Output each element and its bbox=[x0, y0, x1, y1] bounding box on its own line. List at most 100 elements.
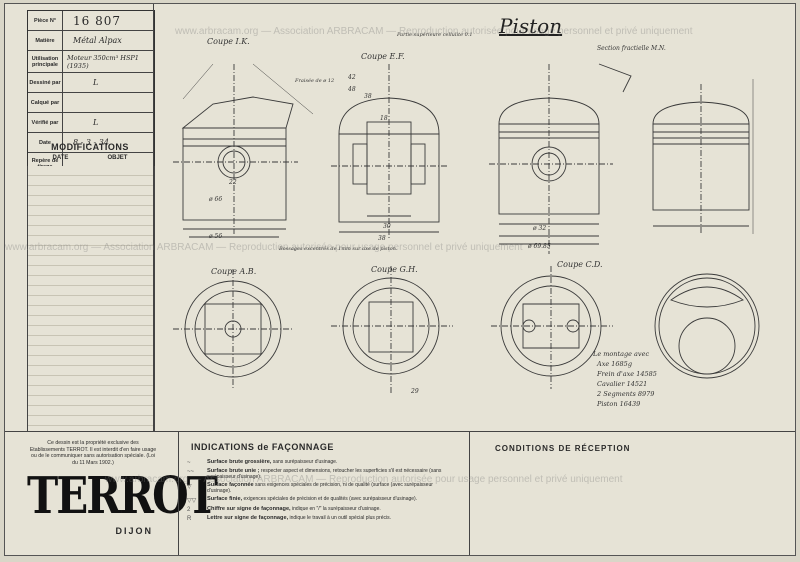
indication-text: sans surépaisseur d'usinage. bbox=[272, 459, 338, 465]
row-label: Pièce N° bbox=[28, 11, 63, 30]
drawn-by-value: L bbox=[93, 78, 99, 87]
indication-term: Surface brute unie ; bbox=[207, 468, 260, 474]
dim-56: ø 56 bbox=[208, 233, 222, 240]
indications-panel: INDICATIONS de FAÇONNAGE ~ Surface brute … bbox=[178, 432, 470, 555]
note-partie-superieure: Partie supérieure cellulite 0.1 bbox=[396, 31, 473, 38]
row-label: Vérifié par bbox=[28, 113, 63, 132]
dim-69-85: ø 69.85 bbox=[527, 243, 551, 250]
weight-line: Axe 1685g bbox=[596, 360, 632, 368]
list-item: ▽▽ Surface finie, exigences spéciales de … bbox=[187, 496, 469, 505]
finish-symbol: R bbox=[187, 516, 192, 523]
modifications-ruled-area bbox=[27, 166, 155, 431]
column-objet: OBJET bbox=[107, 155, 128, 161]
dim-48: 48 bbox=[347, 86, 356, 93]
indication-term: Surface brute grossière, bbox=[207, 459, 272, 465]
reception-title: CONDITIONS DE RÉCEPTION bbox=[495, 444, 631, 453]
list-item: 2 Chiffre sur signe de façonnage, indique… bbox=[187, 506, 469, 514]
frame-divider bbox=[153, 4, 154, 431]
label-section-ik: Coupe I.K. bbox=[207, 37, 250, 46]
dim-38-top: 38 bbox=[364, 93, 372, 100]
weight-line: Cavalier 14521 bbox=[597, 380, 647, 388]
label-section-cd: Coupe C.D. bbox=[557, 260, 603, 269]
dim-38: 38 bbox=[378, 235, 386, 242]
section-cd-view bbox=[491, 266, 613, 389]
weight-line: Frein d'axe 14585 bbox=[596, 370, 657, 378]
finish-symbol: ▽ bbox=[187, 484, 192, 491]
dim-42: 42 bbox=[347, 74, 356, 81]
drawing-canvas: Coupe I.K. Coupe E.F. Coupe A.B. Coupe G… bbox=[173, 31, 760, 408]
indications-list: ~ Surface brute grossière, sans surépaiss… bbox=[187, 459, 469, 523]
part-number: 16 807 bbox=[73, 13, 121, 28]
title-block-row: Matière Métal Alpax bbox=[28, 31, 154, 51]
dim-18: 18 bbox=[380, 115, 388, 122]
indication-term: Surface finie, bbox=[207, 496, 243, 503]
logo-text: TERROT bbox=[27, 466, 218, 526]
dim-30: 30 bbox=[383, 223, 391, 230]
traced-by-value bbox=[63, 93, 154, 112]
terrot-logo: TERROT DIJON bbox=[27, 466, 218, 550]
indication-term: Lettre sur signe de façonnage, bbox=[207, 515, 289, 522]
label-section-gh: Coupe G.H. bbox=[371, 265, 418, 274]
material-value: Métal Alpax bbox=[73, 36, 122, 45]
indication-text: indique le travail à un outil spécial pl… bbox=[289, 515, 391, 522]
title-block-row: Dessiné par L bbox=[28, 73, 154, 93]
checked-by-value: L bbox=[93, 118, 99, 127]
note-bossages: Bossages excentrés de 1mm sur axe de pis… bbox=[278, 245, 398, 252]
list-item: ~ Surface brute grossière, sans surépaiss… bbox=[187, 459, 469, 466]
drawing-title: Piston bbox=[499, 14, 563, 38]
row-label: Dessiné par bbox=[28, 73, 63, 92]
technical-drawing: Coupe I.K. Coupe E.F. Coupe A.B. Coupe G… bbox=[153, 4, 795, 431]
dim-66: ø 66 bbox=[208, 196, 222, 203]
section-gh-view bbox=[331, 266, 453, 394]
list-item: R Lettre sur signe de façonnage, indique … bbox=[187, 515, 469, 523]
label-section-ef: Coupe E.F. bbox=[361, 52, 405, 61]
dim-29: 29 bbox=[410, 388, 419, 395]
finish-symbol: ▽▽ bbox=[187, 498, 197, 505]
indication-text: indique en "/" la surépaisseur d'usinage… bbox=[292, 506, 381, 513]
dim-32: ø 32 bbox=[532, 225, 546, 232]
indications-title: INDICATIONS de FAÇONNAGE bbox=[191, 442, 334, 452]
row-label: Matière bbox=[28, 31, 63, 50]
title-block-row: Date 8 - 3 - 34 bbox=[28, 133, 154, 153]
indication-text: respecter aspect et dimensions, retouche… bbox=[207, 468, 442, 480]
piston-exterior-view bbox=[489, 63, 632, 254]
piston-top-view bbox=[654, 273, 760, 379]
modifications-columns: DATE OBJET bbox=[27, 155, 153, 161]
note-fraisee: Fraisée de ø 12 bbox=[294, 77, 334, 84]
title-block-row: Vérifié par L bbox=[28, 113, 154, 133]
title-block-row: Utilisation principale Moteur 350cm³ HSP… bbox=[28, 51, 154, 73]
finish-symbol: ~ bbox=[187, 460, 191, 466]
dim-22: 22 bbox=[228, 179, 237, 186]
weights-title: Le montage avec bbox=[592, 350, 649, 358]
section-ik-view bbox=[173, 63, 314, 238]
copyright-notice: Ce dessin est la propriété exclusive des… bbox=[29, 440, 157, 466]
row-label: Date bbox=[28, 133, 63, 152]
drawing-sheet: Pièce N° 16 807 Matière Métal Alpax Util… bbox=[4, 3, 796, 556]
weight-line: Piston 16439 bbox=[596, 400, 640, 408]
footer-band: Ce dessin est la propriété exclusive des… bbox=[5, 431, 795, 555]
label-section-mn: Section fractielle M.N. bbox=[597, 45, 666, 52]
finish-symbol: ~~ bbox=[187, 469, 195, 475]
list-item: ▽ Surface façonnée sans exigences spécial… bbox=[187, 482, 469, 494]
column-date: DATE bbox=[52, 155, 69, 161]
label-section-ab: Coupe A.B. bbox=[211, 267, 256, 276]
row-label: Utilisation principale bbox=[28, 51, 63, 72]
indication-term: Chiffre sur signe de façonnage, bbox=[207, 506, 291, 513]
row-label: Calqué par bbox=[28, 93, 63, 112]
modifications-header: MODIFICATIONS DATE OBJET bbox=[27, 142, 153, 161]
title-block: Pièce N° 16 807 Matière Métal Alpax Util… bbox=[27, 10, 155, 175]
usage-value: Moteur 350cm³ HSP1 (1935) bbox=[67, 53, 139, 70]
title-block-row: Calqué par bbox=[28, 93, 154, 113]
list-item: ~~ Surface brute unie ; respecter aspect … bbox=[187, 468, 469, 480]
piston-side-view bbox=[652, 79, 754, 234]
date-value: 8 - 3 - 34 bbox=[73, 138, 109, 147]
indication-text: sans exigences spéciales de précision, n… bbox=[207, 482, 433, 494]
weight-line: 2 Segments 8979 bbox=[596, 390, 654, 398]
indication-term: Surface façonnée bbox=[207, 482, 254, 489]
modifications-title: MODIFICATIONS bbox=[51, 142, 129, 152]
indication-text: exigences spéciales de précision et de q… bbox=[243, 496, 418, 503]
finish-symbol: 2 bbox=[187, 507, 191, 514]
logo-city: DIJON bbox=[115, 526, 153, 536]
title-block-row: Pièce N° 16 807 bbox=[28, 11, 154, 31]
section-ef-view bbox=[331, 64, 449, 239]
